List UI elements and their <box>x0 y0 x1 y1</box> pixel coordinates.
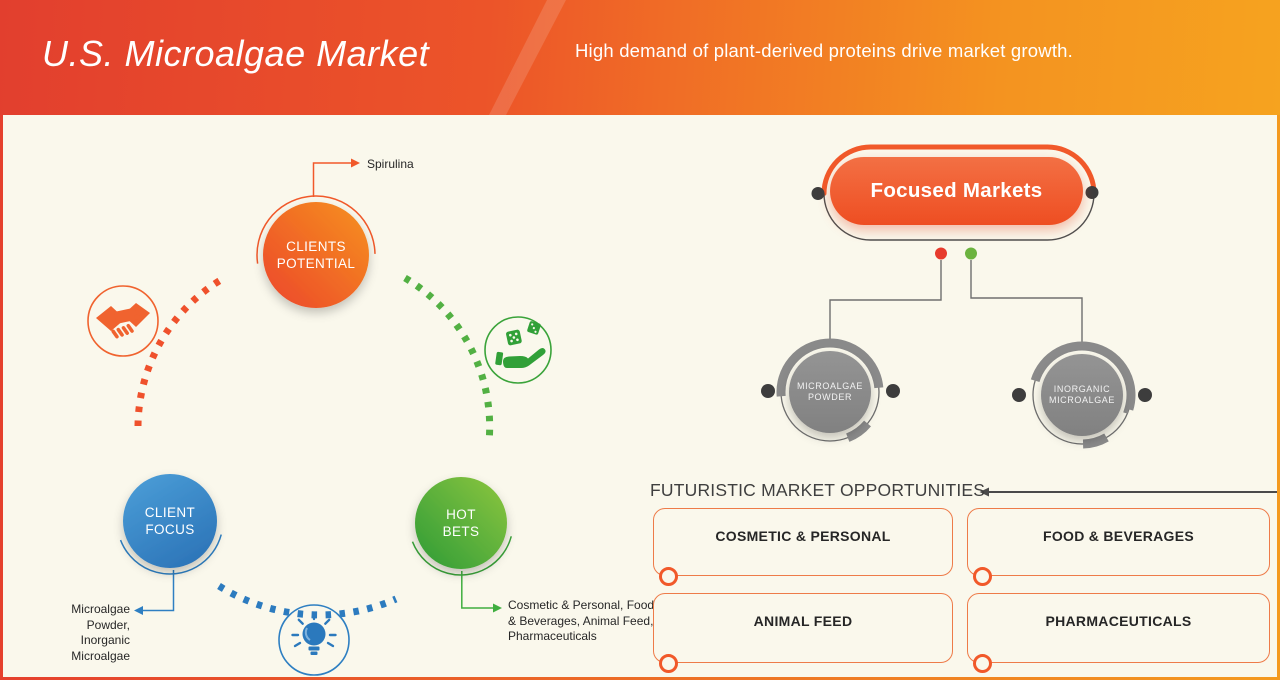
clients-potential-outline-arc <box>256 195 376 315</box>
hot-bets-arrowhead-icon <box>493 603 502 613</box>
cycle-connectors <box>134 158 502 615</box>
client-focus-label: CLIENT FOCUS <box>144 505 196 537</box>
hot-bets-connector <box>461 571 493 609</box>
ring-icon <box>658 653 678 673</box>
right-border <box>1277 115 1280 680</box>
client-focus-circle <box>123 474 217 568</box>
node-right-dot-icon <box>886 384 900 398</box>
inorganic-microalgae-node <box>1012 341 1152 449</box>
left-arrowhead-icon <box>979 487 989 497</box>
microalgae-powder-node <box>761 338 900 446</box>
focused-markets-pill: Focused Markets <box>830 157 1083 225</box>
client-focus-outline-arc <box>116 467 224 575</box>
bottom-border <box>0 677 1280 680</box>
cycle-dotted-arcs <box>134 274 494 619</box>
clients-potential-circle <box>263 202 369 308</box>
green-dot-icon <box>965 247 977 260</box>
page-title: U.S. Microalgae Market <box>42 33 430 74</box>
spirulina-annotation: Spirulina <box>367 157 414 171</box>
clients-potential-label: CLIENTS POTENTIAL <box>276 239 356 271</box>
hot-bets-circle <box>415 477 507 569</box>
opportunity-label: COSMETIC & PERSONAL <box>715 528 891 544</box>
arc-blue-dotted <box>217 583 398 619</box>
header-banner: U.S. Microalgae Market High demand of pl… <box>0 0 1280 115</box>
arc-green-dotted <box>403 274 494 443</box>
page-subtitle: High demand of plant-derived proteins dr… <box>575 40 1073 61</box>
node-left-dot-icon <box>1012 388 1026 402</box>
lightbulb-icon <box>278 604 350 676</box>
opportunity-box-animal-feed: ANIMAL FEED <box>653 593 953 663</box>
stadium-top-arc <box>821 144 1097 196</box>
stadium-right-dot-icon <box>1085 186 1099 199</box>
focused-markets-tree <box>829 247 1083 344</box>
node-left-dot-icon <box>761 384 775 398</box>
opportunities-arrow <box>979 487 1280 497</box>
opportunity-box-pharmaceuticals: PHARMACEUTICALS <box>967 593 1270 663</box>
arc-orange-dotted <box>134 274 226 427</box>
client-focus-connector <box>143 570 175 612</box>
focused-markets-stadium <box>811 144 1099 241</box>
left-border <box>0 115 3 680</box>
red-dot-icon <box>935 247 947 260</box>
ring-icon <box>973 653 992 673</box>
opportunity-box-food-beverages: FOOD & BEVERAGES <box>967 508 1270 576</box>
inorganic-microalgae-label: INORGANIC MICROALGAE <box>1048 384 1115 405</box>
microalgae-powder-label: MICROALGAE POWDER <box>796 381 863 402</box>
hot-bets-label: HOT BETS <box>442 507 480 539</box>
opportunity-label: FOOD & BEVERAGES <box>1042 528 1195 544</box>
opportunities-title: FUTURISTIC MARKET OPPORTUNITIES <box>650 480 986 500</box>
opportunity-label: ANIMAL FEED <box>753 613 853 629</box>
node-right-dot-icon <box>1138 388 1152 402</box>
hot-bets-outline-arc <box>408 470 514 576</box>
stadium-bottom-arc <box>823 193 1095 241</box>
cycle-outline-arcs <box>116 195 514 576</box>
stadium-left-dot-icon <box>811 187 825 200</box>
opportunity-label: PHARMACEUTICALS <box>1045 613 1192 629</box>
hot-bets-annotation: Cosmetic & Personal, Food & Beverages, A… <box>508 598 655 644</box>
client-focus-arrowhead-icon <box>134 606 143 615</box>
left-branch-connector <box>829 260 942 341</box>
handshake-icon <box>87 285 159 357</box>
client-focus-annotation: Microalgae Powder, Inorganic Microalgae <box>71 602 130 663</box>
focused-markets-title: Focused Markets <box>870 179 1043 202</box>
dice-hand-icon <box>484 316 552 384</box>
spirulina-arrowhead-icon <box>351 158 360 168</box>
right-branch-connector <box>970 260 1083 344</box>
ring-icon <box>658 566 678 586</box>
spirulina-connector <box>312 162 351 197</box>
opportunity-box-cosmetic-personal: COSMETIC & PERSONAL <box>653 508 953 576</box>
ring-icon <box>973 566 992 586</box>
